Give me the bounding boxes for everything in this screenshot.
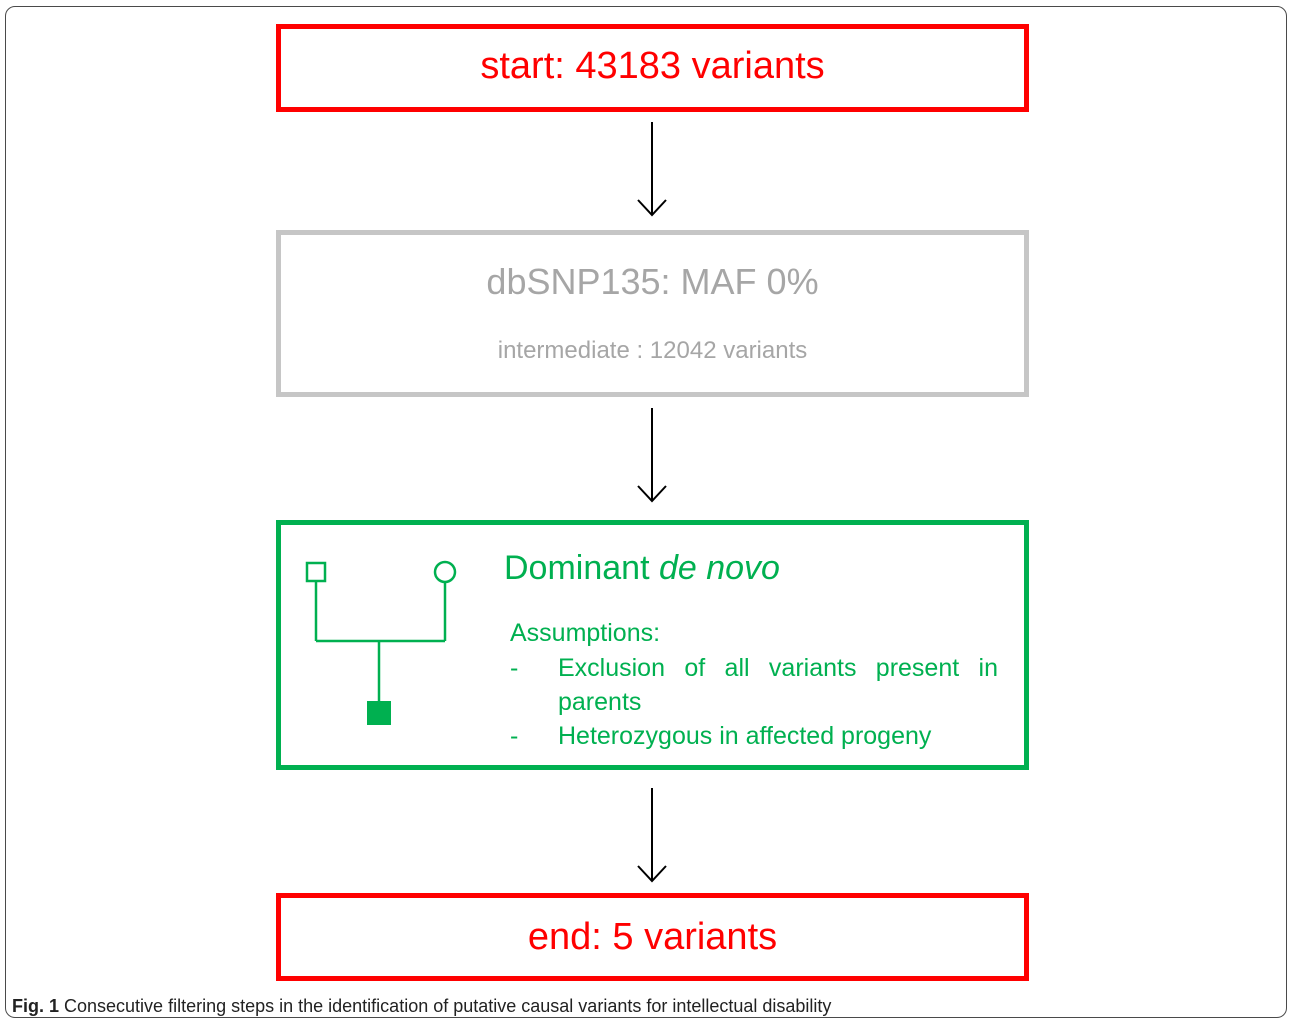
arrow-down-icon — [637, 408, 667, 503]
start-label: start: 43183 variants — [480, 45, 825, 87]
assumptions-heading: Assumptions: — [510, 619, 661, 647]
figure-frame — [5, 6, 1287, 1018]
dbsnp-filter-box: dbSNP135: MAF 0% intermediate : 12042 va… — [276, 230, 1029, 397]
figure-label: Fig. 1 — [12, 996, 60, 1016]
arrow-down-icon — [637, 122, 667, 217]
intermediate-count: intermediate : 12042 variants — [497, 337, 808, 364]
affected-child-square-icon — [367, 701, 391, 725]
figure-caption: Fig. 1 Consecutive filtering steps in th… — [12, 996, 831, 1017]
arrow-down-icon — [637, 788, 667, 883]
father-square-icon — [305, 561, 327, 583]
start-box: start: 43183 variants — [276, 24, 1029, 112]
mother-circle-icon — [433, 560, 457, 584]
assumption-item: - Heterozygous in affected progeny — [510, 722, 932, 750]
denovo-title: Dominant de novo — [504, 549, 780, 587]
dominant-de-novo-box: Dominant de novo Assumptions: - Exclusio… — [276, 520, 1029, 770]
end-box: end: 5 variants — [276, 893, 1029, 981]
dbsnp-filter-title: dbSNP135: MAF 0% — [486, 261, 819, 302]
caption-text: Consecutive filtering steps in the ident… — [59, 996, 832, 1016]
end-label: end: 5 variants — [527, 916, 778, 958]
pedigree-icon — [305, 560, 457, 725]
